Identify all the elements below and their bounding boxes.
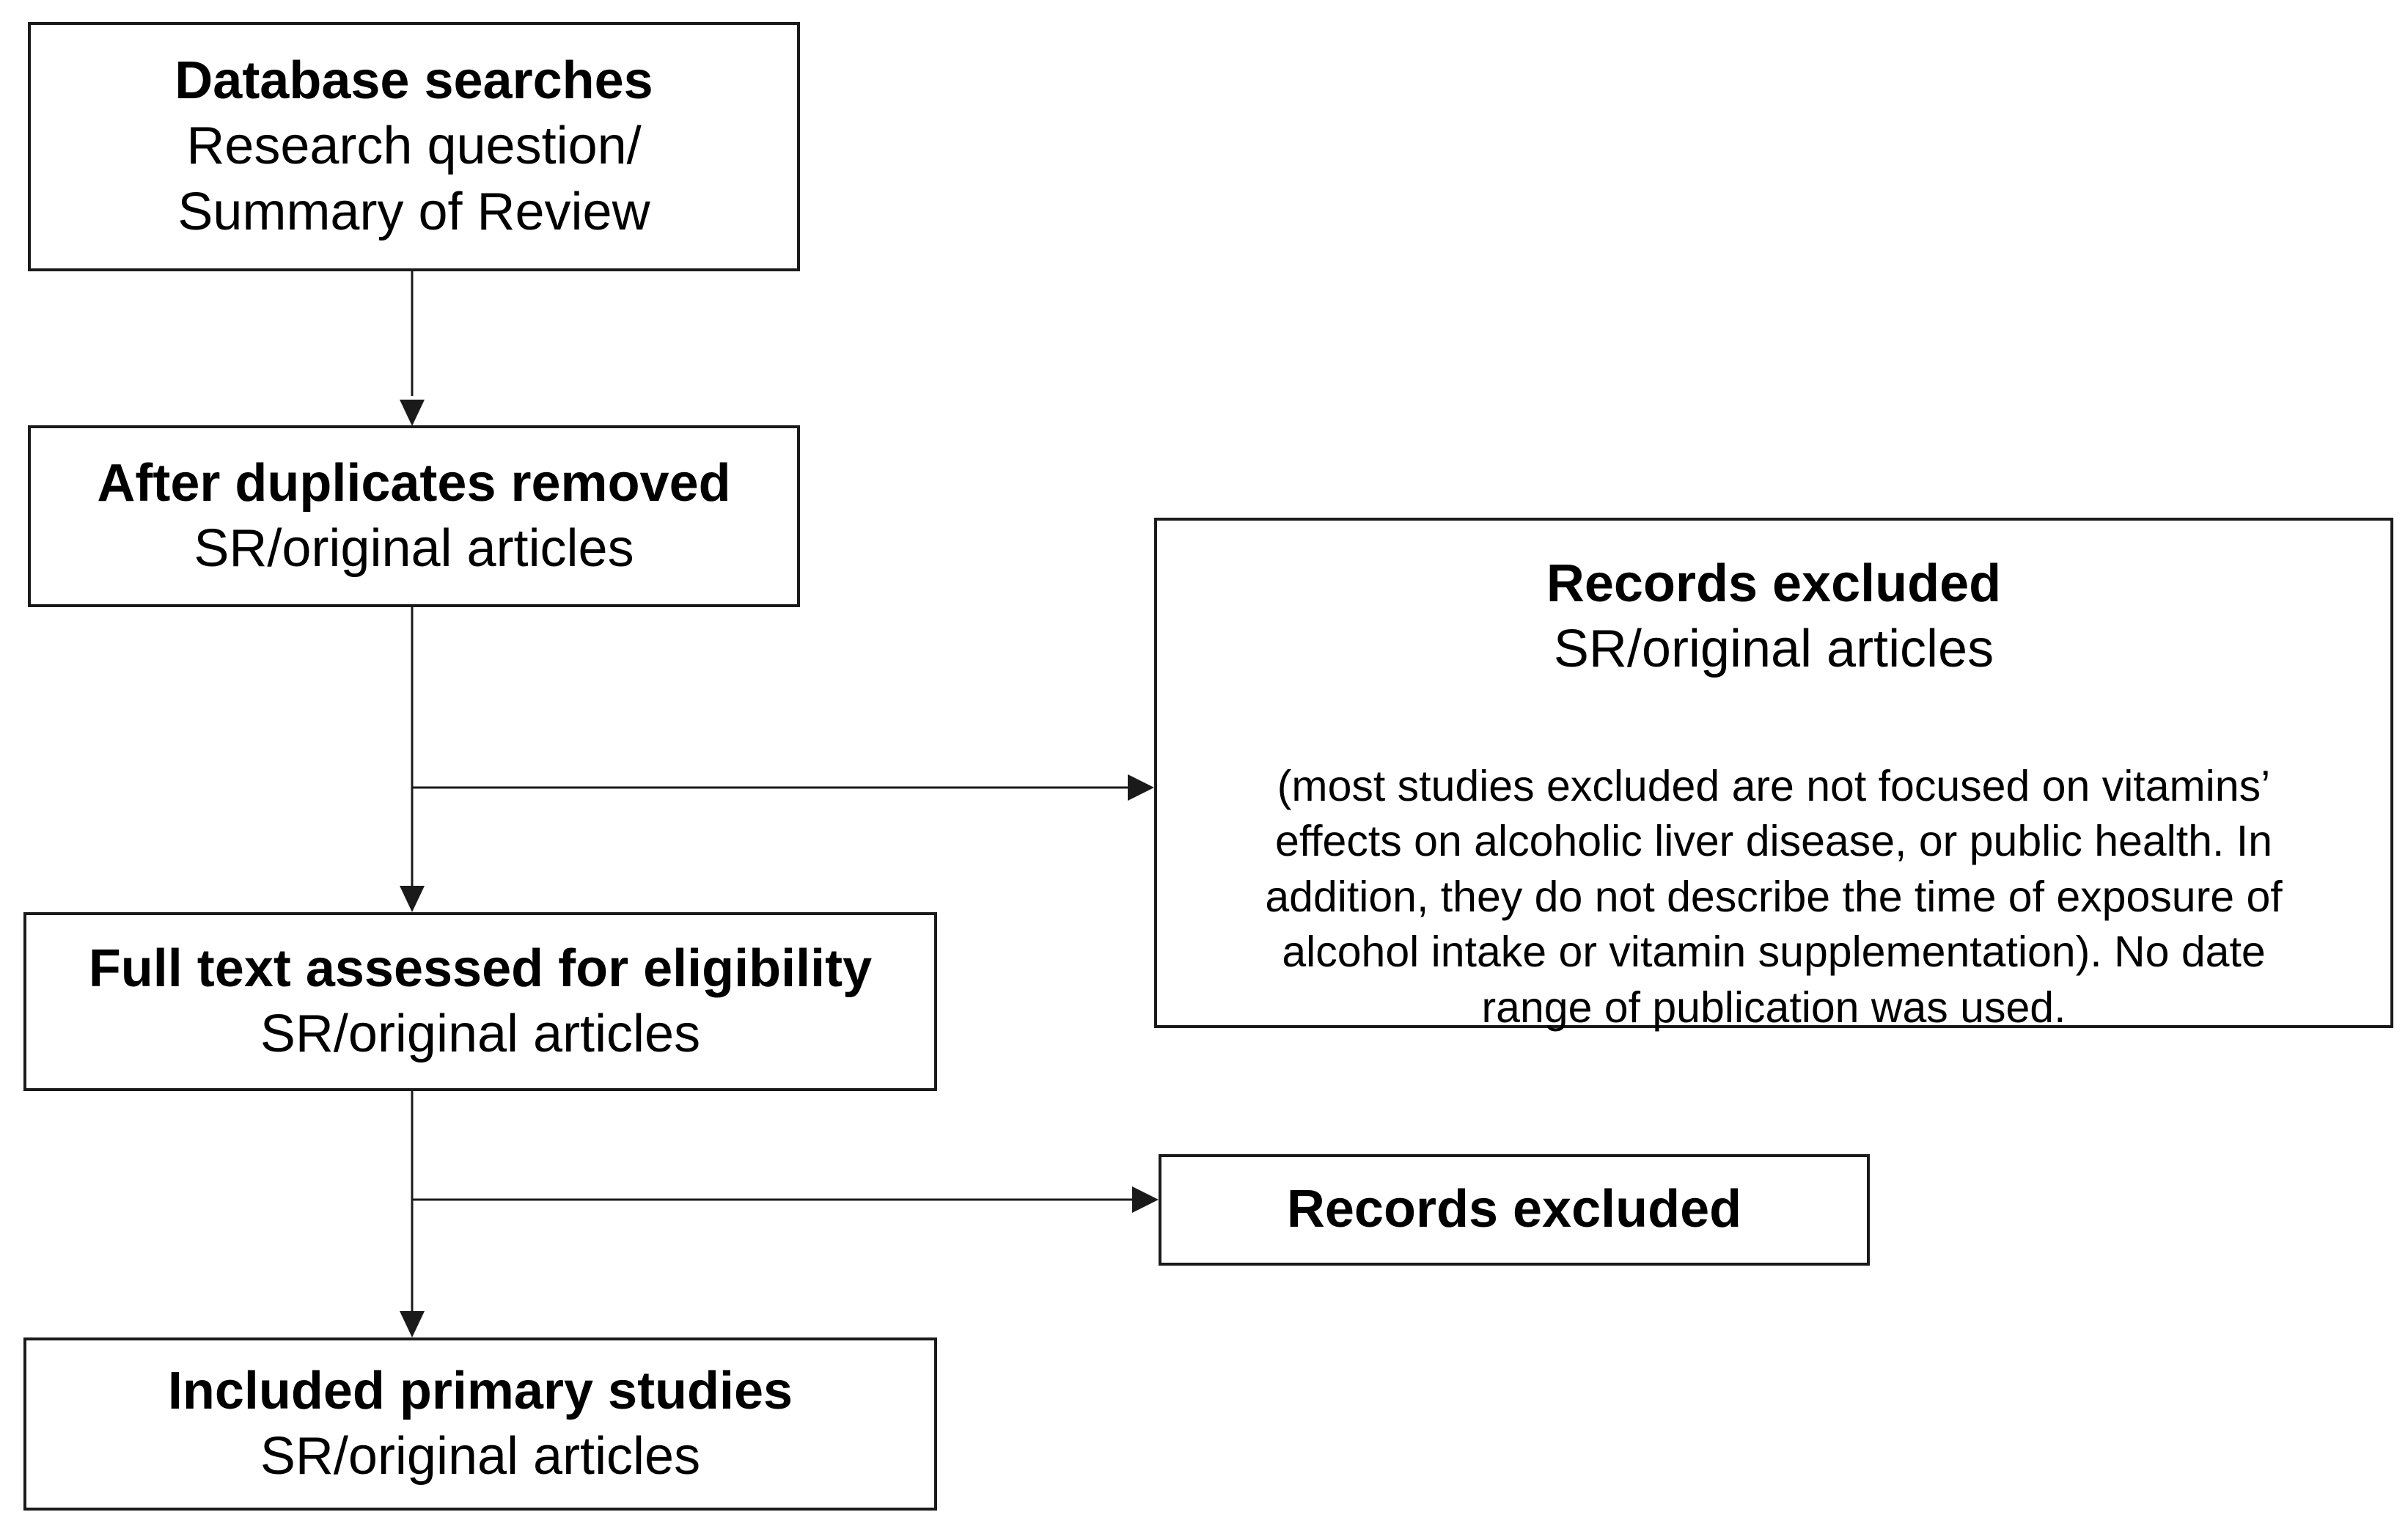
- database-searches-line-2: Summary of Review: [177, 182, 650, 241]
- records-excluded-2-title: Records excluded: [1286, 1180, 1742, 1239]
- included-studies-title: Included primary studies: [167, 1361, 793, 1420]
- exclusion-note-line-5: range of publication was used.: [1481, 983, 2066, 1032]
- exclusion-note: (most studies excluded are not focused o…: [1265, 759, 2282, 1036]
- included-studies-box: Included primary studies SR/original art…: [23, 1337, 937, 1511]
- arrowhead-down-3: [400, 1311, 425, 1337]
- arrowhead-right-1: [1128, 774, 1154, 801]
- after-duplicates-box: After duplicates removed SR/original art…: [28, 425, 800, 607]
- after-duplicates-title: After duplicates removed: [97, 453, 731, 513]
- exclusion-note-line-2: effects on alcoholic liver disease, or p…: [1275, 817, 2272, 866]
- after-duplicates-subtitle: SR/original articles: [194, 519, 634, 578]
- exclusion-note-line-3: addition, they do not describe the time …: [1265, 872, 2283, 921]
- arrowhead-right-2: [1132, 1186, 1159, 1213]
- records-excluded-box-1: Records excluded SR/original articles (m…: [1154, 518, 2393, 1032]
- exclusion-note-line-4: alcohol intake or vitamin supplementatio…: [1282, 928, 2266, 977]
- records-excluded-1-subtitle: SR/original articles: [1553, 620, 1994, 679]
- arrowhead-down-2: [400, 886, 425, 912]
- full-text-box: Full text assessed for eligibility SR/or…: [23, 912, 937, 1091]
- included-studies-subtitle: SR/original articles: [260, 1427, 701, 1486]
- exclusion-note-line-1: (most studies excluded are not focused o…: [1277, 761, 2271, 810]
- full-text-title: Full text assessed for eligibility: [88, 939, 873, 998]
- records-excluded-box-2: Records excluded: [1159, 1154, 1870, 1266]
- database-searches-box: Database searches Research question/ Sum…: [28, 22, 800, 271]
- arrowhead-down-1: [400, 400, 425, 426]
- full-text-subtitle: SR/original articles: [260, 1005, 701, 1063]
- database-searches-line-1: Research question/: [186, 117, 642, 176]
- records-excluded-1-title: Records excluded: [1546, 554, 2002, 613]
- database-searches-title: Database searches: [175, 51, 653, 111]
